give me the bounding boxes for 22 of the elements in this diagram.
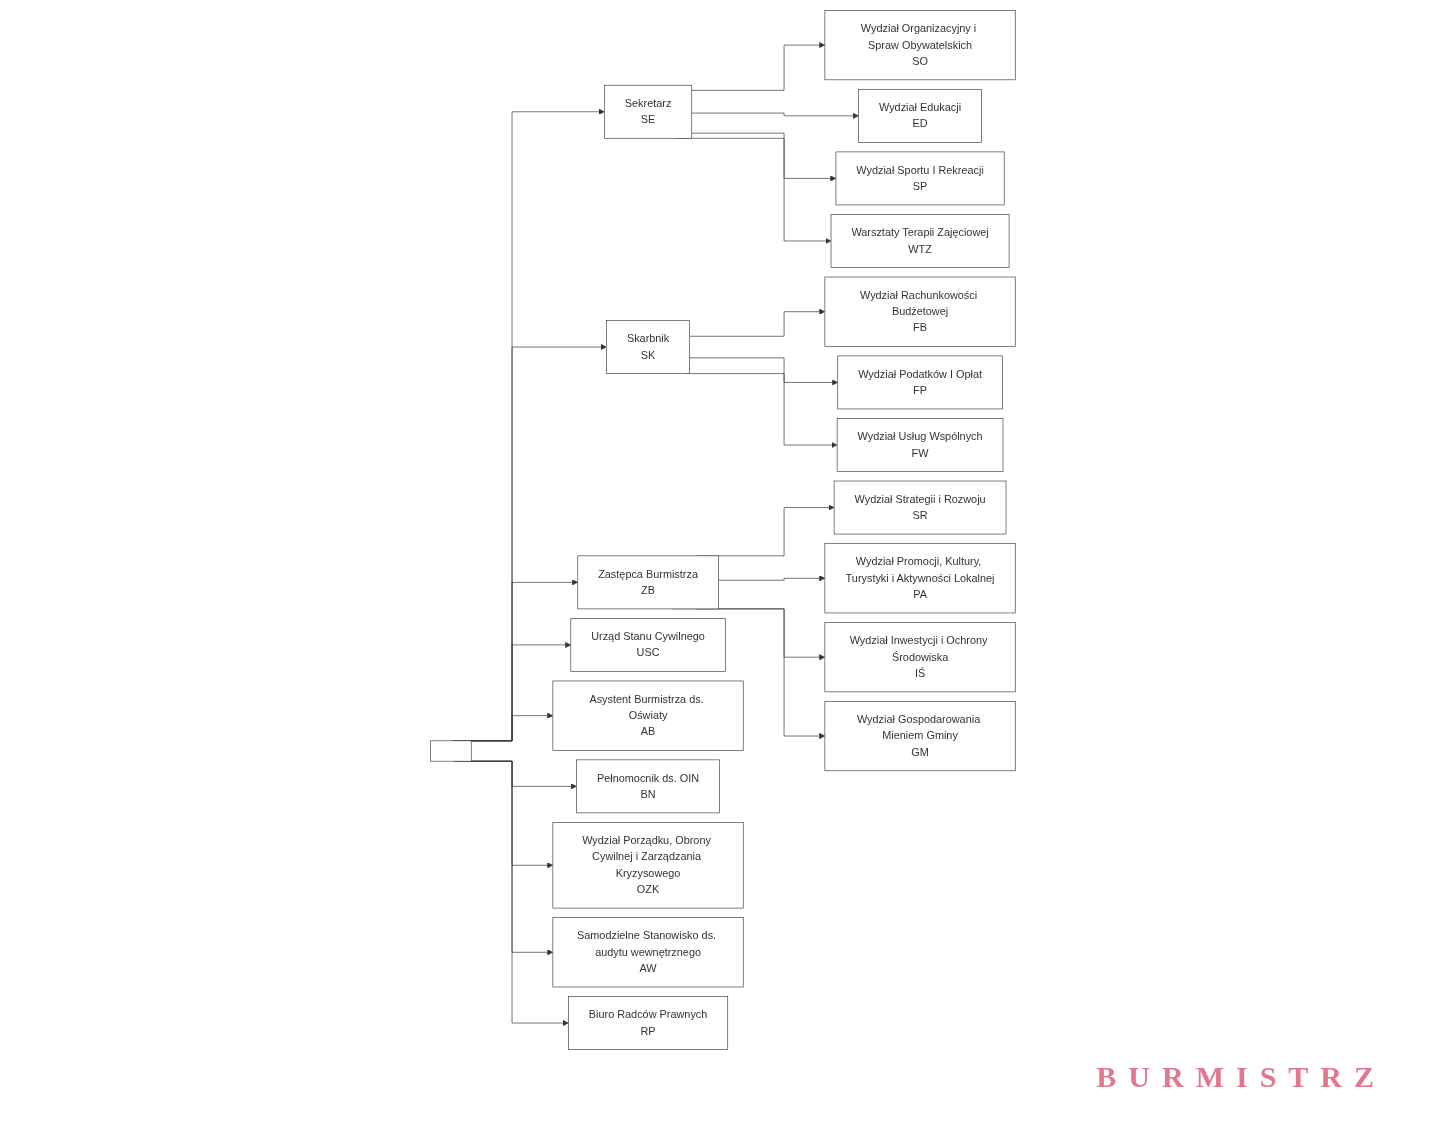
node-box: Wydział Porządku, Obrony Cywilnej i Zarządzania Kryzysowego OZK (552, 822, 744, 909)
node-box: Asystent Burmistrza ds. Oświaty AB (552, 680, 744, 751)
node-box: Samodzielne Stanowisko ds. audytu wewnętrznego AW (552, 917, 744, 988)
node-box (430, 740, 472, 762)
node-box: Zastępca Burmistrza ZB (577, 555, 719, 610)
node-box: Urząd Stanu Cywilnego USC (570, 618, 726, 672)
node-box: Wydział Promocji, Kultury, Turystyki i Aktywności Lokalnej PA (824, 543, 1016, 614)
node-box: Wydział Edukacji ED (858, 89, 983, 143)
node-box: Wydział Gospodarowania Mieniem Gminy GM (824, 701, 1016, 772)
node-box: Wydział Organizacyjny i Spraw Obywatelskich SO (824, 10, 1016, 81)
node-box: Skarbnik SK (606, 320, 691, 374)
node-box: Wydział Podatków I Opłat FP (837, 355, 1003, 410)
stamp-text: BURMISTRZ (1095, 1060, 1386, 1094)
node-box: Sekretarz SE (604, 84, 693, 139)
node-box: Wydział Strategii i Rozwoju SR (833, 480, 1007, 535)
node-box: Biuro Radców Prawnych RP (568, 996, 729, 1050)
node-box: Wydział Rachunkowości Budżetowej FB (824, 276, 1016, 347)
node-box: Wydział Usług Wspólnych FW (836, 418, 1004, 472)
node-box: Pełnomocnik ds. OIN BN (576, 759, 721, 814)
node-box: Wydział Sportu I Rekreacji SP (835, 151, 1005, 206)
node-box: Warsztaty Terapii Zajęciowej WTZ (830, 214, 1010, 268)
node-box: Wydział Inwestycji i Ochrony Środowiska IŚ (824, 622, 1016, 693)
